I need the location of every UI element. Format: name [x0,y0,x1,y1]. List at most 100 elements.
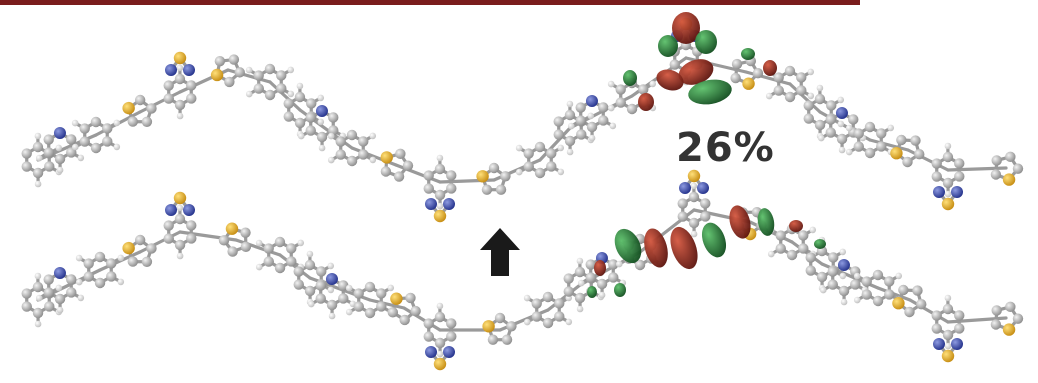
carbon-atom [335,149,346,160]
hydrogen-atom [176,112,184,120]
carbon-atom [826,100,837,111]
carbon-atom [346,129,358,141]
carbon-atom [264,63,276,75]
carbon-atom [1012,313,1024,324]
carbon-atom [79,123,90,134]
carbon-atom [825,114,836,125]
carbon-atom [542,317,554,329]
orbital-lobe-positive [763,60,777,76]
carbon-atom [574,266,586,278]
hydrogen-atom [767,250,775,258]
hydrogen-atom [615,260,623,268]
carbon-atom [358,149,369,160]
carbon-atom [304,285,316,297]
carbon-atom [534,167,546,179]
carbon-atom [423,170,434,181]
hydrogen-atom [345,308,353,316]
carbon-atom [316,131,328,143]
hydrogen-atom [176,64,184,72]
bond [868,138,910,152]
carbon-atom [534,141,546,153]
orbital-lobe-negative [695,30,717,54]
up-arrow-icon [480,228,520,276]
carbon-atom [66,287,77,298]
orbital-lobe-positive [594,260,606,276]
hydrogen-atom [588,134,596,142]
carbon-atom [293,279,304,290]
carbon-atom [227,246,238,257]
hydrogen-atom [587,112,595,120]
sulfur-atom [482,320,495,333]
hydrogen-atom [690,230,698,238]
nitrogen-atom [165,204,177,216]
carbon-atom [626,103,638,115]
carbon-atom [276,70,287,81]
nitrogen-atom [933,186,945,198]
hydrogen-atom [77,154,85,162]
hydrogen-atom [840,298,848,306]
hydrogen-atom [895,272,903,280]
carbon-atom [991,155,1002,166]
hydrogen-atom [369,132,377,140]
carbon-atom [990,169,1002,180]
carbon-atom [90,142,102,154]
hydrogen-atom [71,143,79,151]
hydrogen-atom [436,302,444,310]
carbon-atom [32,141,44,153]
carbon-atom [775,243,786,254]
bond [278,253,312,280]
carbon-atom [423,331,434,342]
sulfur-atom [892,297,905,310]
carbon-atom [990,319,1002,330]
carbon-atom [214,55,226,67]
carbon-atom [931,171,942,182]
hydrogen-atom [71,119,79,127]
hydrogen-atom [328,312,336,320]
carbon-atom [825,127,836,138]
hydrogen-atom [34,132,42,140]
hydrogen-atom [245,66,253,74]
carbon-atom [798,230,809,241]
carbon-atom [305,125,316,136]
hydrogen-atom [327,286,335,294]
carbon-atom [896,134,907,146]
carbon-atom [305,112,316,123]
carbon-atom [931,158,942,169]
carbon-atom [1005,151,1016,163]
carbon-atom [954,323,965,334]
carbon-atom [884,276,895,287]
hydrogen-atom [765,92,773,100]
carbon-atom [234,67,245,78]
carbon-atom [574,292,586,304]
carbon-atom [446,318,457,329]
sulfur-atom [476,170,489,183]
orbital-lobe-negative [658,35,678,57]
nitrogen-atom [53,267,66,280]
carbon-atom [563,286,574,297]
carbon-atom [446,331,457,342]
hydrogen-atom [306,250,314,258]
carbon-atom [286,243,297,254]
hydrogen-atom [35,294,43,302]
carbon-atom [773,85,784,96]
carbon-atom [43,134,54,145]
carbon-atom [563,273,574,284]
hydrogen-atom [819,286,827,294]
hydrogen-atom [287,66,295,74]
carbon-atom [861,289,872,300]
hydrogen-atom [113,143,121,151]
carbon-atom [376,288,387,299]
sulfur-atom [390,292,403,305]
carbon-atom [364,307,376,319]
hydrogen-atom [317,118,325,126]
hydrogen-atom [327,262,335,270]
carbon-atom [488,162,500,174]
hydrogen-atom [598,291,606,299]
sulfur-atom [173,191,187,205]
bond [268,80,302,112]
carbon-atom [914,148,925,160]
carbon-atom [872,295,884,307]
hydrogen-atom [515,144,523,152]
carbon-atom [864,147,876,159]
